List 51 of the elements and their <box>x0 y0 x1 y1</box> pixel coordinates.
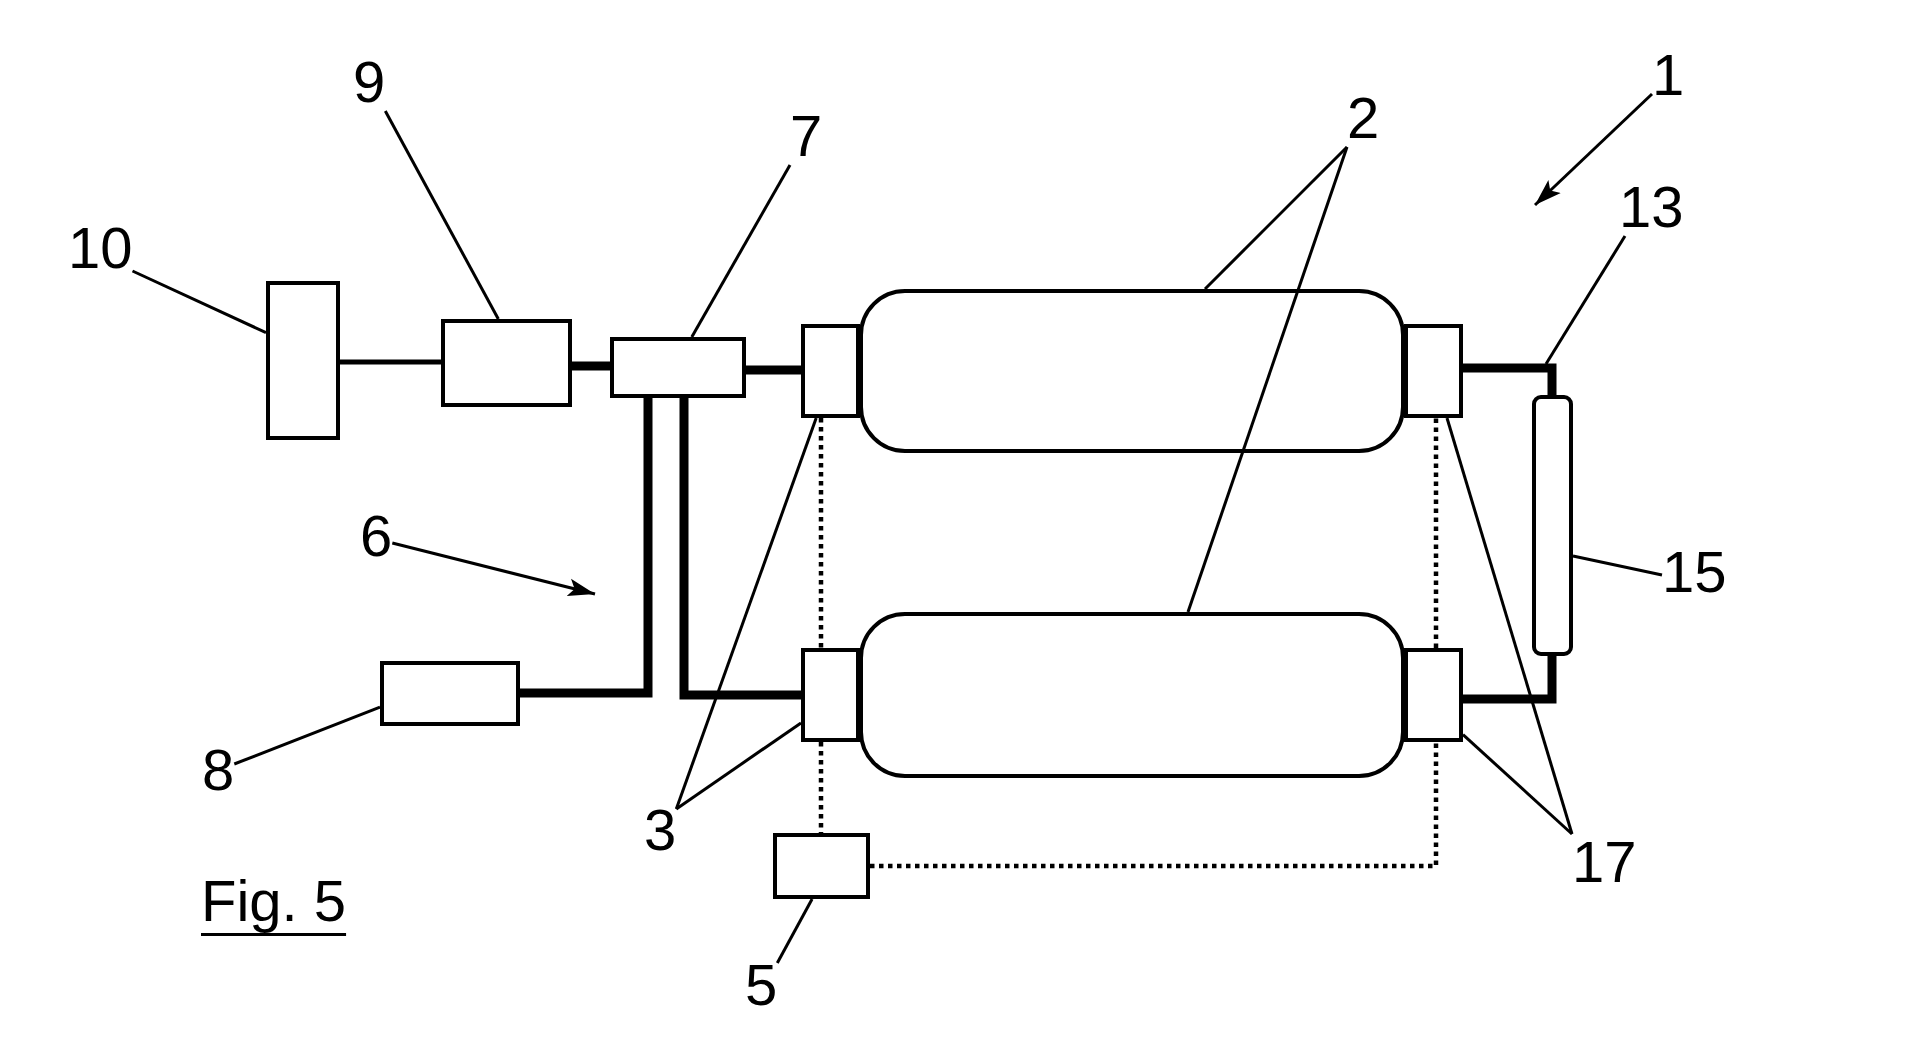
arrow <box>391 541 596 597</box>
leader-line <box>1544 235 1627 365</box>
leader-line <box>690 164 792 338</box>
leader-line <box>233 705 381 766</box>
callout-number: 2 <box>1347 89 1380 147</box>
callout-number: 5 <box>745 956 778 1014</box>
valve-box <box>801 648 860 742</box>
signal-line <box>1433 418 1439 648</box>
valve-box <box>801 324 860 418</box>
component-box <box>380 661 520 726</box>
tank <box>859 612 1405 778</box>
callout-number: 8 <box>202 741 235 799</box>
component-box <box>441 319 572 407</box>
arrow <box>1533 92 1654 207</box>
leader-line <box>1203 145 1349 291</box>
signal-line <box>870 742 1439 869</box>
pipe-line <box>572 361 610 371</box>
pipe-line <box>1463 363 1557 395</box>
callout-number: 17 <box>1572 833 1637 891</box>
leader-line <box>776 898 814 964</box>
leader-line <box>1572 554 1663 577</box>
leader-line <box>131 269 267 334</box>
callout-number: 10 <box>68 219 133 277</box>
component-box <box>610 337 746 398</box>
signal-line <box>818 418 824 648</box>
callout-number: 3 <box>644 801 677 859</box>
callout-number: 1 <box>1652 46 1685 104</box>
callout-number: 13 <box>1619 178 1684 236</box>
leader-line <box>384 110 500 320</box>
callout-number: 7 <box>790 107 823 165</box>
leader-line <box>1186 146 1349 613</box>
leader-line <box>1445 417 1574 835</box>
pipe-line <box>520 398 653 698</box>
component-box <box>266 281 340 440</box>
leader-line <box>675 721 802 811</box>
pipe-line <box>679 398 801 700</box>
tube <box>1532 395 1573 656</box>
pipe-line <box>340 359 441 365</box>
signal-line <box>818 742 824 833</box>
pipe-line <box>1463 656 1557 704</box>
figure-caption: Fig. 5 <box>201 872 347 935</box>
tank <box>859 289 1405 453</box>
pipe-line <box>746 365 801 375</box>
valve-box <box>1404 324 1463 418</box>
component-box <box>773 833 870 899</box>
callout-number: 6 <box>360 507 393 565</box>
callout-number: 15 <box>1662 543 1727 601</box>
leader-line <box>1462 733 1573 836</box>
valve-box <box>1404 648 1463 742</box>
callout-number: 9 <box>353 53 386 111</box>
leader-line <box>674 417 818 810</box>
